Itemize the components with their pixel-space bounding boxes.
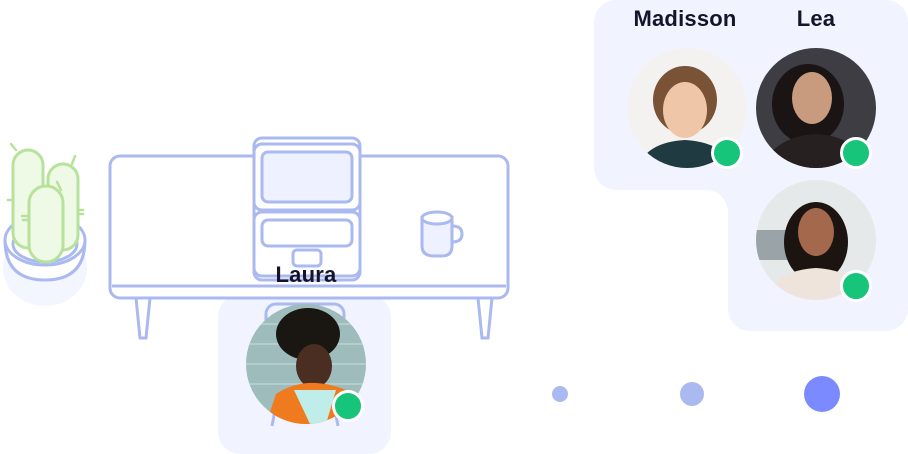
madisson-avatar[interactable] — [627, 48, 747, 168]
third-member-avatar[interactable] — [756, 180, 876, 300]
pagination-dot-3-active[interactable] — [804, 376, 840, 412]
madisson-online-status-icon — [711, 137, 743, 169]
member-name-lea: Lea — [796, 6, 836, 31]
laura-online-status-icon — [332, 390, 364, 422]
desk-occupant-name: Laura — [275, 262, 337, 287]
member-name-madisson: Madisson — [633, 6, 737, 31]
pagination-dot-2[interactable] — [680, 382, 704, 406]
third-member-online-status-icon — [840, 270, 872, 302]
cactus-plant-illustration — [0, 140, 100, 310]
desk-illustration — [106, 134, 512, 344]
pagination-dot-1[interactable] — [552, 386, 568, 402]
lea-online-status-icon — [840, 137, 872, 169]
